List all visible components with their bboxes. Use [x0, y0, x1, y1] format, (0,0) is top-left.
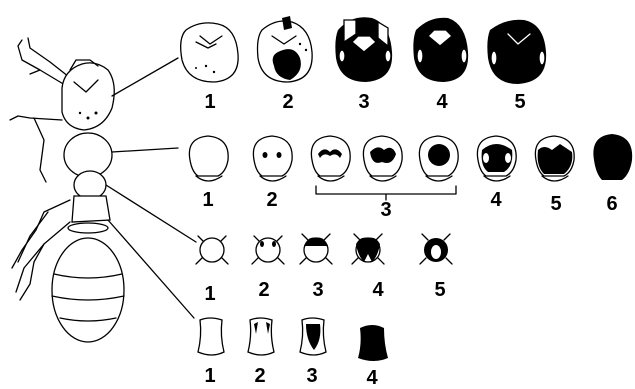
pronotum-variant-1 — [188, 135, 229, 182]
propodeum-label-4: 4 — [366, 367, 378, 389]
mesonotum-row: 1 2 3 4 5 — [195, 233, 453, 305]
propodeum-variant-4 — [358, 325, 388, 361]
pronotum-label-1: 1 — [202, 189, 213, 211]
head-variant-2 — [256, 16, 313, 83]
leader-lines — [105, 57, 197, 319]
propodeum-row: 1 2 3 4 — [197, 317, 388, 389]
mesonotum-label-4: 4 — [372, 279, 384, 301]
mesonotum-label-3: 3 — [312, 279, 323, 301]
mesonotum-label-5: 5 — [434, 279, 445, 301]
bracket — [315, 185, 457, 201]
ant-mesonotum — [73, 170, 107, 200]
head-label-5: 5 — [514, 91, 525, 113]
ant-propodeum — [71, 195, 111, 223]
pronotum-variant-5 — [534, 135, 575, 182]
pronotum-variant-6 — [593, 134, 633, 180]
mesonotum-variant-1 — [195, 235, 229, 265]
head-variant-1 — [180, 22, 239, 83]
pronotum-variant-2 — [252, 135, 293, 182]
propodeum-label-2: 2 — [254, 365, 265, 387]
head-row: 1 2 3 4 5 — [180, 16, 547, 113]
propodeum-label-1: 1 — [204, 365, 215, 387]
head-variant-4 — [413, 17, 469, 82]
ant-gaster — [51, 237, 125, 343]
head-label-1: 1 — [204, 91, 215, 113]
propodeum-variant-3 — [299, 317, 327, 356]
pronotum-label-6: 6 — [606, 193, 617, 215]
head-variant-3 — [335, 17, 393, 83]
pronotum-variant-4 — [476, 135, 517, 182]
propodeum-variant-2 — [247, 317, 275, 356]
mesonotum-variant-5 — [419, 233, 453, 265]
mesonotum-variant-2 — [251, 235, 285, 265]
pronotum-variant-3c — [418, 135, 459, 182]
head-label-3: 3 — [358, 91, 369, 113]
pronotum-bracket-label: 3 — [380, 199, 391, 221]
ant-pronotum — [63, 132, 113, 178]
mesonotum-label-1: 1 — [204, 283, 215, 305]
head-label-2: 2 — [282, 91, 293, 113]
pronotum-label-5: 5 — [550, 193, 561, 215]
propodeum-variant-1 — [197, 317, 225, 356]
head-label-4: 4 — [436, 91, 448, 113]
ant-head — [61, 62, 115, 131]
pronotum-row: 1 2 3 4 5 6 — [188, 134, 633, 221]
mesonotum-label-2: 2 — [258, 279, 269, 301]
head-variant-5 — [487, 19, 547, 84]
mesonotum-variant-3 — [299, 233, 333, 265]
propodeum-label-3: 3 — [306, 365, 317, 387]
pronotum-variant-3b — [362, 135, 403, 182]
mesonotum-variant-4 — [351, 233, 385, 265]
pronotum-variant-3a — [310, 135, 351, 182]
pronotum-label-4: 4 — [490, 189, 502, 211]
ant-drawing — [9, 37, 125, 343]
pronotum-label-2: 2 — [266, 189, 277, 211]
